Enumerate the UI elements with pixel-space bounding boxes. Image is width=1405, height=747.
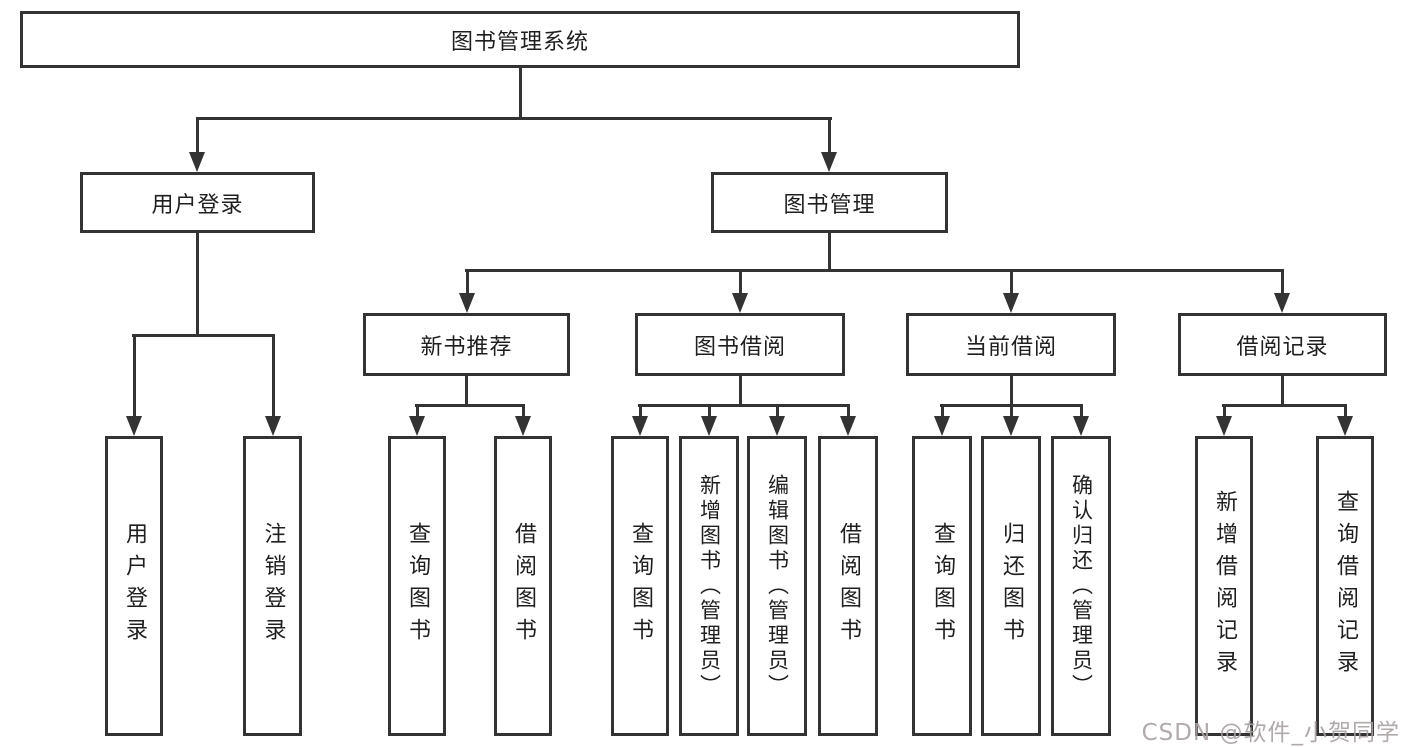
node-borrow-records: 借阅记录: [1178, 313, 1387, 376]
connector-userlogin-trunk: [196, 232, 199, 335]
node-book-borrow: 图书借阅: [635, 313, 845, 376]
arrow-down-icon: [1073, 416, 1089, 436]
connector-group-branch: [415, 404, 525, 407]
connector-stub: [1281, 269, 1284, 295]
node-book-management-label: 图书管理: [783, 192, 876, 218]
leaf-cb-return-books: 归还图书: [981, 436, 1041, 736]
connector-mgmt-branch: [465, 269, 1284, 272]
connector-stub: [1223, 404, 1226, 418]
arrow-down-icon: [632, 416, 648, 436]
leaf-br-add-record: 新增借阅记录: [1195, 436, 1253, 736]
leaf-label: 归还图书: [999, 522, 1024, 650]
node-book-borrow-label: 图书借阅: [693, 334, 786, 360]
arrow-down-icon: [265, 416, 281, 436]
leaf-bb-query-books: 查询图书: [611, 436, 669, 736]
arrow-down-icon: [126, 416, 142, 436]
connector-group-branch: [638, 404, 850, 407]
leaf-label: 借阅图书: [511, 522, 536, 650]
arrow-down-icon: [409, 416, 425, 436]
connector-stub: [272, 334, 275, 418]
leaf-nb-query-books: 查询图书: [388, 436, 446, 736]
leaf-cb-confirm-return-admin: 确认归还（管理员）: [1051, 436, 1111, 736]
node-current-borrow: 当前借阅: [906, 313, 1116, 376]
arrow-down-icon: [732, 293, 748, 313]
arrow-down-icon: [1337, 416, 1353, 436]
arrow-down-icon: [1003, 293, 1019, 313]
node-new-book-recommend: 新书推荐: [363, 313, 570, 376]
leaf-label: 查询图书: [628, 522, 653, 650]
leaf-bb-add-books-admin: 新增图书（管理员）: [679, 436, 739, 736]
connector-root-branch: [196, 117, 832, 120]
leaf-label: 查询图书: [930, 522, 955, 650]
connector-userlogin-branch: [132, 334, 275, 337]
connector-stub: [522, 404, 525, 418]
connector-group-trunk: [739, 375, 742, 406]
connector-stub: [639, 404, 642, 418]
watermark: CSDN @软件_小贺同学: [1141, 720, 1400, 746]
node-user-login: 用户登录: [80, 172, 315, 233]
leaf-label: 确认归还（管理员）: [1069, 473, 1094, 699]
arrow-down-icon: [189, 152, 205, 172]
connector-stub: [941, 404, 944, 418]
leaf-label: 查询借阅记录: [1333, 490, 1358, 682]
leaf-br-query-record: 查询借阅记录: [1316, 436, 1374, 736]
connector-group-trunk: [465, 375, 468, 406]
arrow-down-icon: [1003, 416, 1019, 436]
arrow-down-icon: [840, 416, 856, 436]
node-current-borrow-label: 当前借阅: [964, 334, 1057, 360]
connector-stub: [133, 334, 136, 418]
node-root: 图书管理系统: [20, 11, 1020, 68]
arrow-down-icon: [821, 152, 837, 172]
arrow-down-icon: [769, 416, 785, 436]
connector-group-branch: [1222, 404, 1347, 407]
connector-stub: [1010, 404, 1013, 418]
connector-stub: [828, 117, 831, 153]
arrow-down-icon: [1274, 293, 1290, 313]
connector-stub: [739, 269, 742, 295]
connector-group-trunk: [1010, 375, 1013, 406]
arrow-down-icon: [515, 416, 531, 436]
leaf-user-login: 用户登录: [105, 436, 163, 736]
leaf-label: 注销登录: [260, 522, 286, 650]
connector-stub: [708, 404, 711, 418]
leaf-label: 新增图书（管理员）: [697, 473, 722, 699]
connector-mgmt-trunk: [828, 232, 831, 271]
node-user-login-label: 用户登录: [151, 192, 244, 218]
connector-stub: [1344, 404, 1347, 418]
node-root-label: 图书管理系统: [450, 29, 589, 55]
connector-stub: [847, 404, 850, 418]
connector-group-trunk: [1281, 375, 1284, 406]
arrow-down-icon: [1216, 416, 1232, 436]
leaf-label: 用户登录: [122, 522, 147, 650]
connector-stub: [776, 404, 779, 418]
connector-stub: [416, 404, 419, 418]
node-new-book-recommend-label: 新书推荐: [420, 334, 513, 360]
arrow-down-icon: [934, 416, 950, 436]
connector-stub: [1010, 269, 1013, 295]
leaf-bb-borrow-books: 借阅图书: [818, 436, 878, 736]
node-borrow-records-label: 借阅记录: [1236, 334, 1329, 360]
node-book-management: 图书管理: [711, 172, 948, 233]
arrow-down-icon: [459, 293, 475, 313]
leaf-label: 借阅图书: [836, 522, 861, 650]
connector-stub: [466, 269, 469, 295]
leaf-nb-borrow-books: 借阅图书: [494, 436, 552, 736]
leaf-bb-edit-books-admin: 编辑图书（管理员）: [747, 436, 807, 736]
connector-stub: [1080, 404, 1083, 418]
leaf-logout: 注销登录: [243, 436, 302, 736]
leaf-label: 查询图书: [405, 522, 430, 650]
connector-stub: [196, 117, 199, 153]
leaf-cb-query-books: 查询图书: [912, 436, 972, 736]
leaf-label: 编辑图书（管理员）: [765, 473, 790, 699]
connector-root-trunk: [519, 67, 522, 118]
arrow-down-icon: [701, 416, 717, 436]
leaf-label: 新增借阅记录: [1212, 490, 1237, 682]
